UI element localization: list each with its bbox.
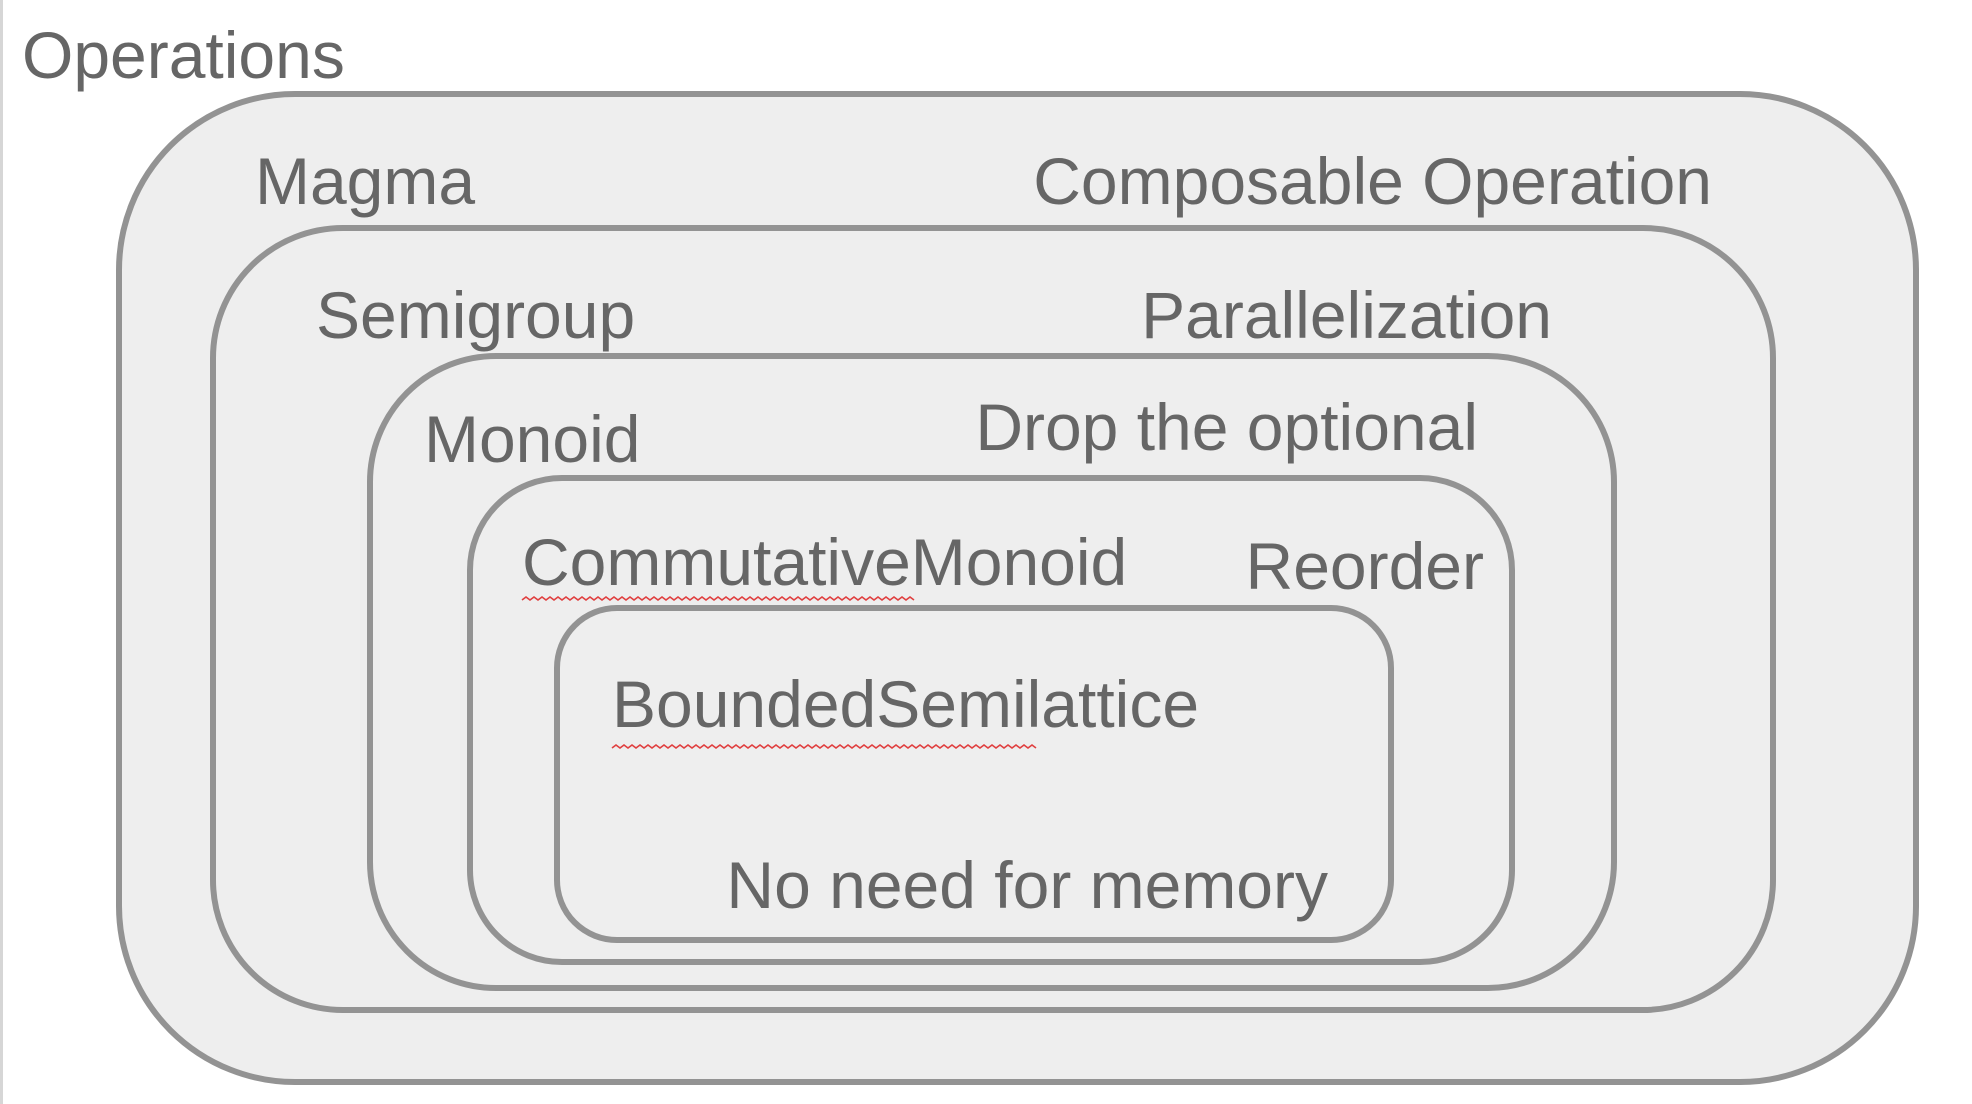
spellcheck-underline-commutative-monoid [521, 596, 915, 601]
region-property-bounded-semilattice: No need for memory [726, 848, 1328, 922]
left-divider [0, 0, 3, 1104]
region-label-magma: Magma [255, 144, 475, 218]
region-label-monoid: Monoid [424, 402, 640, 476]
region-label-bounded-semilattice: BoundedSemilattice [612, 667, 1199, 741]
region-label-semigroup: Semigroup [316, 278, 635, 352]
diagram-title: Operations [22, 18, 345, 92]
region-property-magma: Composable Operation [1033, 144, 1712, 218]
region-label-commutative-monoid: CommutativeMonoid [522, 525, 1127, 599]
region-property-monoid: Drop the optional [975, 390, 1478, 464]
spellcheck-underline-bounded-semilattice [611, 744, 1037, 749]
region-property-commutative-monoid: Reorder [1246, 529, 1484, 603]
region-property-semigroup: Parallelization [1141, 278, 1552, 352]
region-bounded-semilattice [554, 605, 1394, 943]
